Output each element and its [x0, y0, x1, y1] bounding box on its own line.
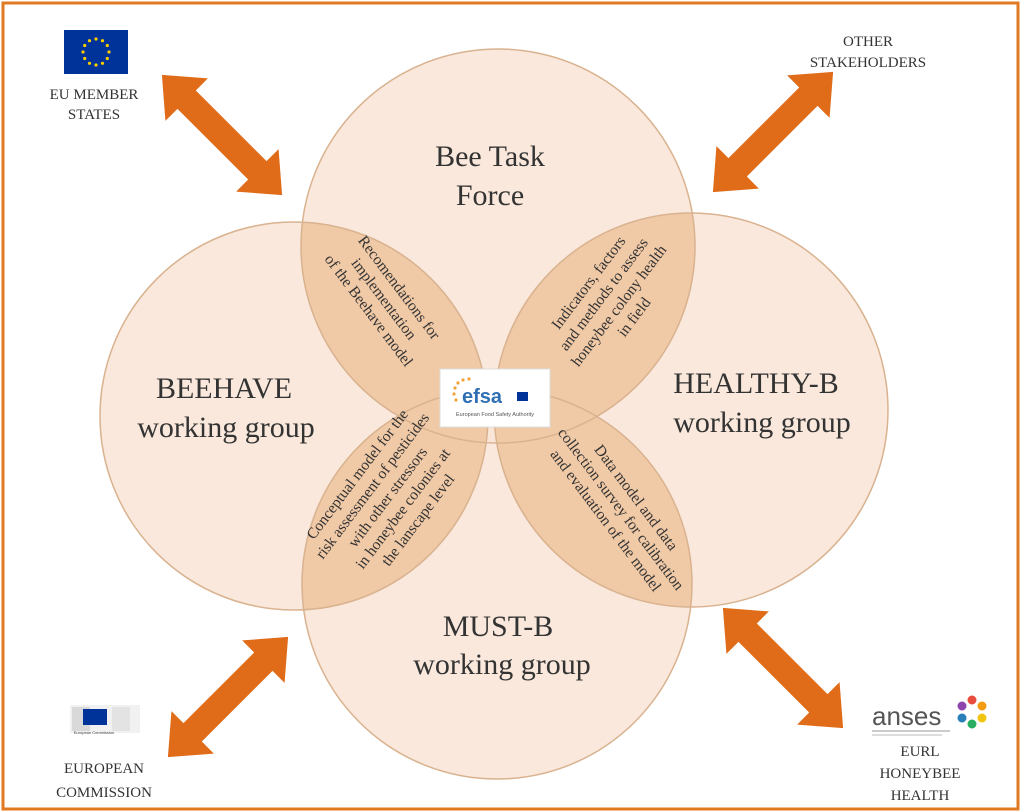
eu-star	[94, 37, 98, 41]
efsa-eu-flag-icon	[517, 392, 528, 401]
eu-star	[94, 63, 98, 67]
label-european-commission-line1: EUROPEAN	[64, 761, 144, 777]
eu-star	[83, 56, 87, 61]
eu-star	[87, 39, 92, 43]
overlap-bottom-left	[302, 389, 488, 610]
group-right-line1: HEALTHY-B	[673, 367, 839, 400]
label-other-stakeholders-line2: STAKEHOLDERS	[810, 55, 926, 71]
label-european-commission-line2: COMMISSION	[56, 785, 152, 801]
label-eurl-line1: EURL	[900, 744, 939, 760]
group-top-line1: Bee Task	[435, 140, 545, 173]
eu-flag-icon	[64, 30, 128, 74]
ec-logo-caption: European Commission	[74, 730, 114, 735]
label-eurl-line2: HONEYBEE	[880, 766, 961, 782]
group-top-line2: Force	[456, 179, 524, 212]
group-left-line2: working group	[137, 411, 314, 444]
arrow-eu-member-states	[140, 53, 304, 217]
eu-star	[100, 39, 105, 43]
arrow-other-stakeholders	[691, 50, 855, 214]
group-left-line1: BEEHAVE	[156, 372, 292, 405]
overlap-top-left	[301, 222, 488, 443]
efsa-stars-icon	[452, 377, 471, 402]
group-bottom-line2: working group	[413, 648, 590, 681]
label-eu-member-states-line1: EU MEMBER	[50, 87, 139, 103]
label-eurl-line3: HEALTH	[891, 788, 950, 804]
ec-flag-icon	[83, 709, 107, 725]
eu-star	[107, 50, 111, 54]
group-bottom-line1: MUST-B	[443, 610, 554, 643]
efsa-subtitle: European Food Safety Authority	[456, 412, 534, 418]
european-commission-logo: European Commission	[70, 705, 140, 735]
eu-star	[105, 56, 109, 61]
efsa-logo: efsa European Food Safety Authority	[439, 368, 551, 428]
label-eu-member-states-line2: STATES	[68, 107, 120, 123]
group-right-line2: working group	[673, 406, 850, 439]
anses-flower-icon	[957, 695, 987, 729]
eu-star	[105, 43, 109, 48]
anses-logo: anses	[872, 695, 987, 736]
efsa-wordmark: efsa	[462, 386, 503, 408]
eu-star	[100, 61, 105, 65]
anses-wordmark: anses	[872, 701, 941, 731]
eu-star	[87, 61, 92, 65]
eu-star	[81, 50, 85, 54]
label-other-stakeholders-line1: OTHER	[843, 34, 893, 50]
arrow-eurl	[701, 586, 865, 750]
eu-star	[83, 43, 87, 48]
arrow-european-commission	[146, 615, 310, 779]
